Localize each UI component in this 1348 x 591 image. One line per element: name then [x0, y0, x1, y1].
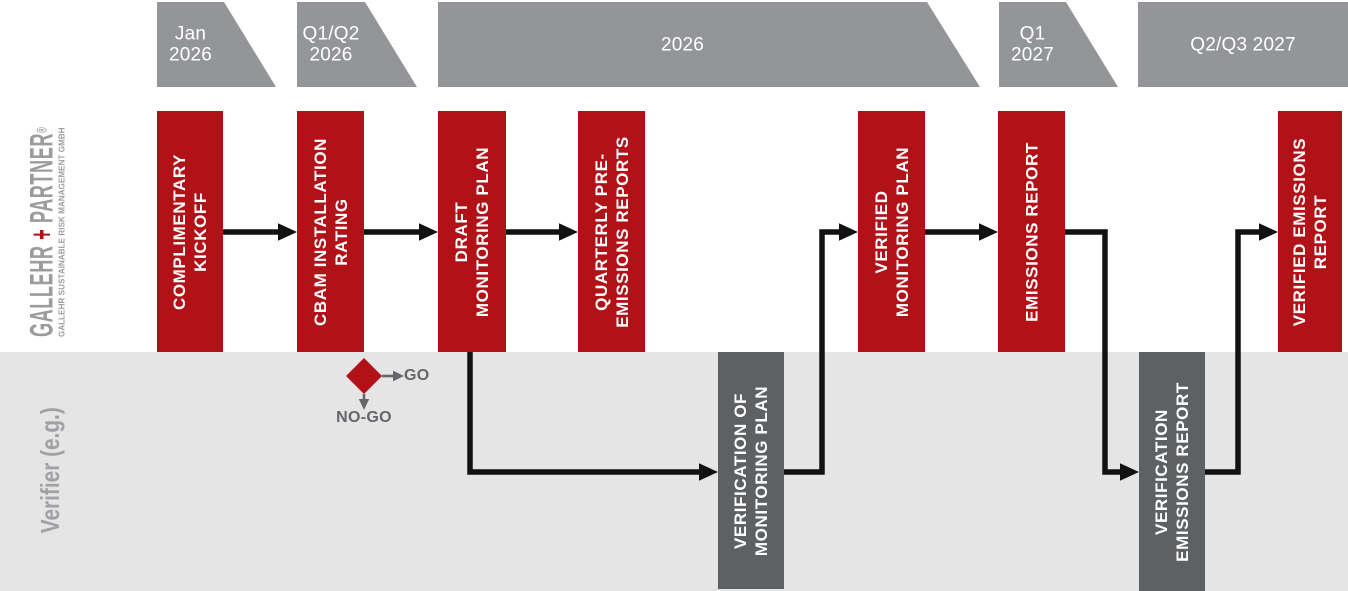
- logo-registered-mark: ®: [33, 127, 50, 134]
- timeline-tab-2026: 2026: [438, 2, 980, 87]
- step-draft-monitoring-plan: DRAFT MONITORING PLAN: [438, 111, 506, 352]
- timeline-tab-q1-2027: Q1 2027: [999, 2, 1118, 87]
- go-label: GO: [404, 367, 430, 384]
- step-verified-monitoring-plan: VERIFIED MONITORING PLAN: [858, 111, 925, 352]
- timeline-tab-q1q2-2026: Q1/Q2 2026: [297, 2, 417, 87]
- logo-wordmark: GALLEHR + PARTNER®: [23, 127, 60, 337]
- arrowhead-icon: [979, 223, 998, 241]
- arrowhead-icon: [419, 223, 438, 241]
- timeline-tab-jan-2026: Jan 2026: [157, 2, 276, 87]
- logo-brand-second: PARTNER: [23, 133, 60, 224]
- gallehr-partner-logo: GALLEHR + PARTNER® GALLEHR SUSTAINABLE R…: [23, 127, 68, 337]
- logo-plus-icon: +: [23, 228, 60, 240]
- arrowhead-icon: [278, 223, 297, 241]
- step-complimentary-kickoff: COMPLIMENTARY KICKOFF: [157, 111, 223, 352]
- step-cbam-installation-rating: CBAM INSTALLATION RATING: [297, 111, 364, 352]
- step-verification-emissions-report: VERIFICATION EMISSIONS REPORT: [1139, 352, 1205, 591]
- logo-brand-first: GALLEHR: [23, 245, 60, 337]
- step-verified-emissions-report: VERIFIED EMISSIONS REPORT: [1278, 111, 1342, 352]
- step-emissions-report: EMISSIONS REPORT: [998, 111, 1065, 352]
- arrowhead-icon: [1259, 223, 1278, 241]
- timeline-tab-q2q3-2027: Q2/Q3 2027: [1138, 2, 1348, 87]
- verifier-lane-label: Verifier (e.g.): [35, 407, 65, 534]
- no-go-label: NO-GO: [336, 409, 392, 426]
- step-verification-of-monitoring-plan: VERIFICATION OF MONITORING PLAN: [718, 352, 784, 589]
- arrowhead-icon: [559, 223, 578, 241]
- arrowhead-icon: [839, 223, 858, 241]
- step-quarterly-pre-emissions-reports: QUARTERLY PRE- EMISSIONS REPORTS: [578, 111, 645, 352]
